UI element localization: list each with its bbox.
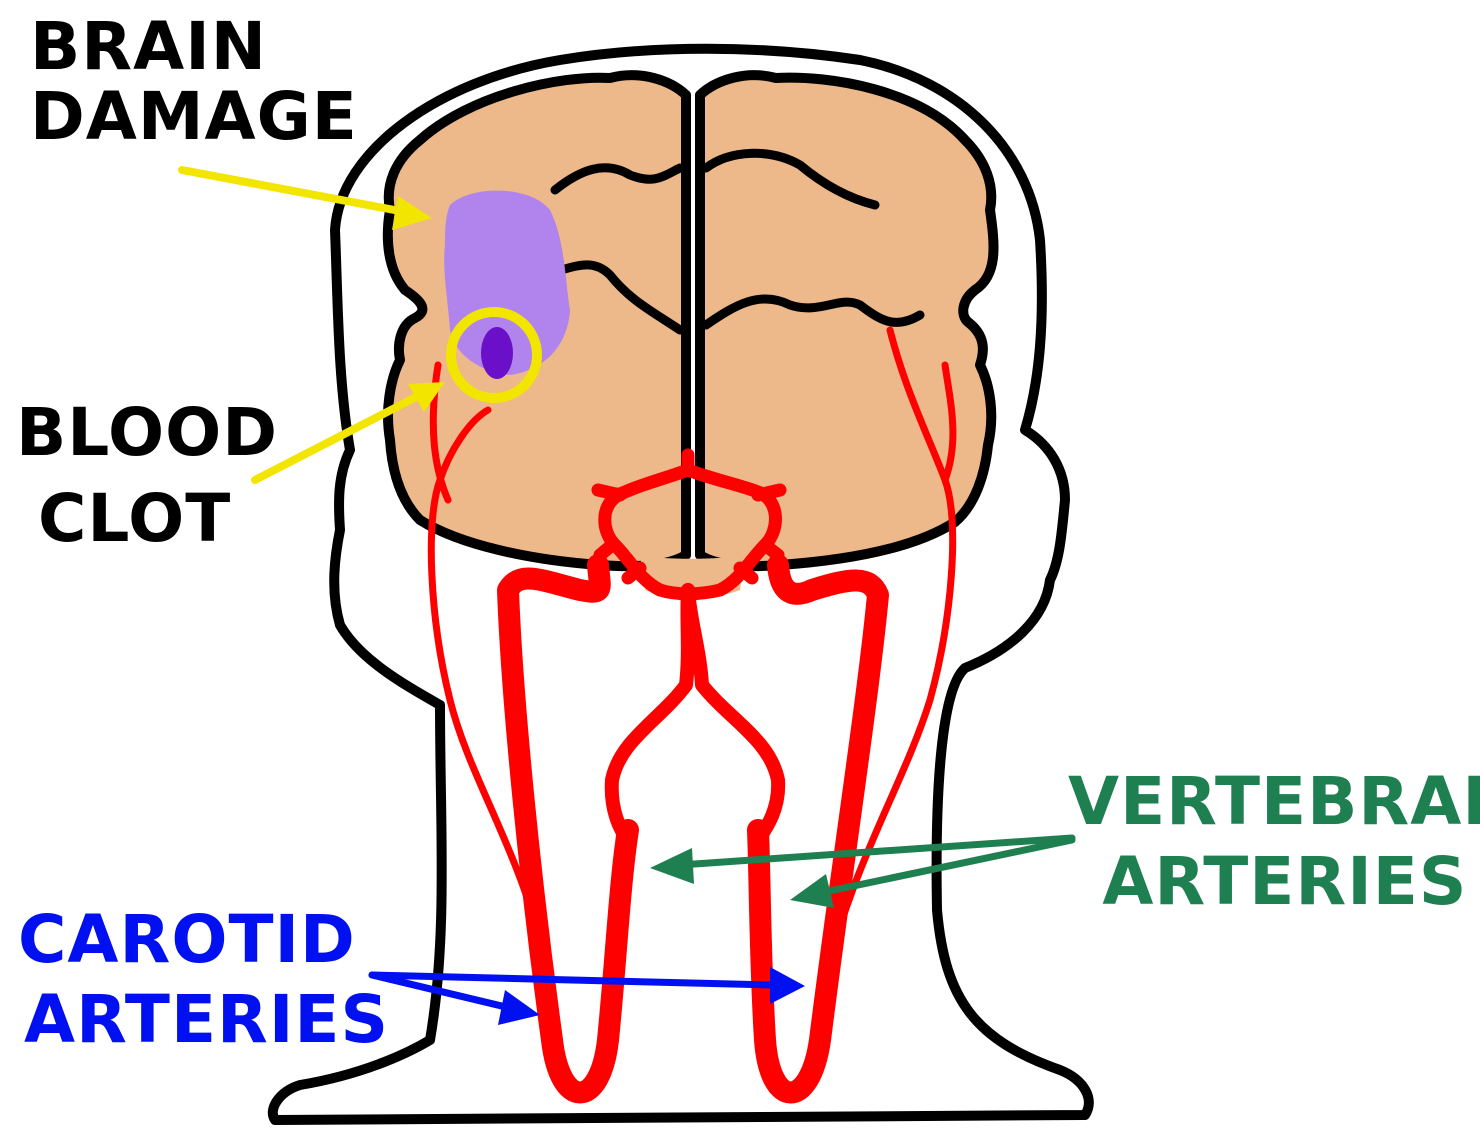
vertebral-label-line2: ARTERIES [1068,842,1480,922]
circle-of-willis-branch [598,490,620,495]
carotid-arteries-label: CAROTID ARTERIES [18,900,389,1060]
circle-of-willis-branch [765,545,778,555]
circle-of-willis-branch [740,568,752,578]
circle-of-willis-branch [628,568,640,578]
blood-clot-label-line2: CLOT [16,476,278,562]
brain-damage-label-line2: DAMAGE [30,82,358,152]
blood-clot-label: BLOOD CLOT [16,390,278,562]
blood-clot-label-line1: BLOOD [16,390,278,476]
carotid-label-line2: ARTERIES [18,980,389,1060]
blood-clot [481,327,513,379]
vertebral-label-line1: VERTEBRAL [1068,762,1480,842]
brain-damage-label-line1: BRAIN [30,12,358,82]
circle-of-willis-branch [758,490,780,495]
brain-damage-label: BRAIN DAMAGE [30,12,358,152]
circle-of-willis-branch [600,545,612,555]
carotid-label-line1: CAROTID [18,900,389,980]
vertebral-arteries-label: VERTEBRAL ARTERIES [1068,762,1480,922]
